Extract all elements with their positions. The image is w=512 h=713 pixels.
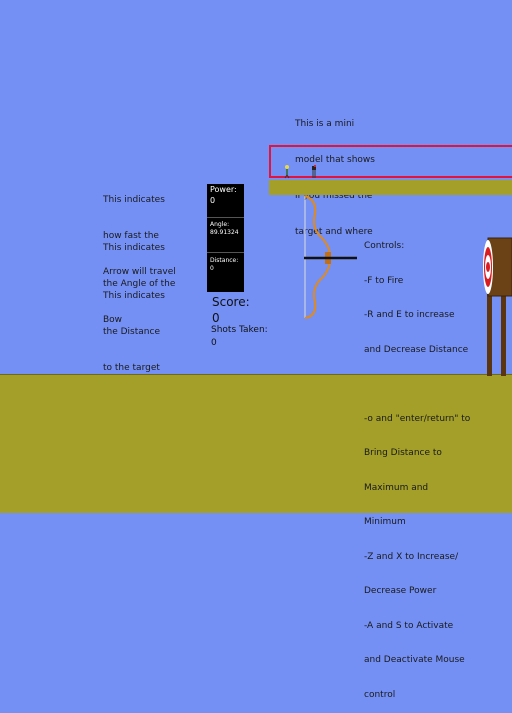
controls-title: Controls: — [364, 241, 405, 251]
target-bullseye — [486, 262, 490, 272]
ground — [0, 374, 512, 513]
power-label: Power: — [210, 185, 237, 194]
shots-taken-value: 0 — [211, 338, 217, 348]
speed-annotation-line: Arrow will travel — [103, 267, 176, 277]
mini-model-annotation-line: This is a mini — [295, 119, 355, 129]
controls-line: -o and "enter/return" to — [364, 413, 471, 424]
speed-annotation-line: how fast the — [103, 231, 159, 241]
controls-line: -R and E to increase — [364, 310, 455, 320]
score-value: 0 — [212, 311, 220, 325]
mini-model-platform — [269, 180, 512, 195]
controls-line: -Z and X to Increase/ — [364, 551, 459, 562]
angle-label: Angle: — [210, 221, 230, 228]
controls-line: control — [364, 689, 396, 700]
hud-panel: Power: 0 Angle: 89.91324 Distance: 0 — [207, 184, 244, 292]
mini-archer-icon — [284, 165, 290, 179]
controls-line: -A and S to Activate — [364, 620, 454, 631]
controls-line: Bring Distance to — [364, 448, 442, 458]
controls-line: -F to Fire — [364, 275, 404, 286]
mini-model-annotation: This is a mini model that shows if you m… — [295, 94, 375, 250]
controls-line — [364, 379, 470, 391]
controls-line: Minimum — [364, 517, 406, 527]
angle-annotation-line: the Angle of the — [103, 279, 176, 289]
mini-model-figures — [284, 165, 316, 179]
target-leg — [501, 294, 506, 376]
speed-annotation: This indicates how fast the Arrow will t… — [103, 170, 176, 290]
distance-annotation: This indicates the Distance to the targe… — [103, 266, 165, 386]
score-label: Score: — [212, 295, 250, 309]
distance-label: Distance: — [210, 257, 239, 264]
controls-line: and Deactivate Mouse — [364, 655, 465, 665]
distance-annotation-line: to the target — [103, 363, 160, 373]
distance-annotation-line: the Distance — [103, 327, 160, 337]
controls-line: and Decrease Distance — [364, 344, 469, 355]
controls-line: Decrease Power — [364, 586, 437, 596]
distance-value: 0 — [210, 265, 214, 272]
mini-model-annotation-line: model that shows — [295, 155, 375, 165]
distance-annotation-line: This indicates — [103, 291, 165, 301]
bow[interactable] — [295, 194, 365, 322]
angle-value: 89.91324 — [210, 229, 239, 236]
mini-model-frame — [269, 145, 512, 178]
target-leg — [487, 294, 492, 376]
angle-annotation: This indicates the Angle of the Bow — [103, 218, 175, 338]
angle-annotation-line: Bow — [103, 315, 123, 325]
controls-line: Maximum and — [364, 482, 429, 493]
target — [483, 237, 512, 376]
shots-taken-label: Shots Taken: — [211, 325, 268, 335]
mini-model-annotation-line: if you missed the — [295, 191, 373, 201]
hud-divider — [207, 217, 244, 218]
hud-divider — [207, 252, 244, 253]
angle-annotation-line: This indicates — [103, 243, 165, 253]
speed-annotation-line: This indicates — [103, 195, 165, 205]
controls-panel: Controls: -F to Fire -R and E to increas… — [364, 218, 470, 713]
mini-target-icon — [312, 165, 316, 178]
mini-model-annotation-line: target and where — [295, 227, 373, 237]
power-value: 0 — [210, 196, 216, 205]
